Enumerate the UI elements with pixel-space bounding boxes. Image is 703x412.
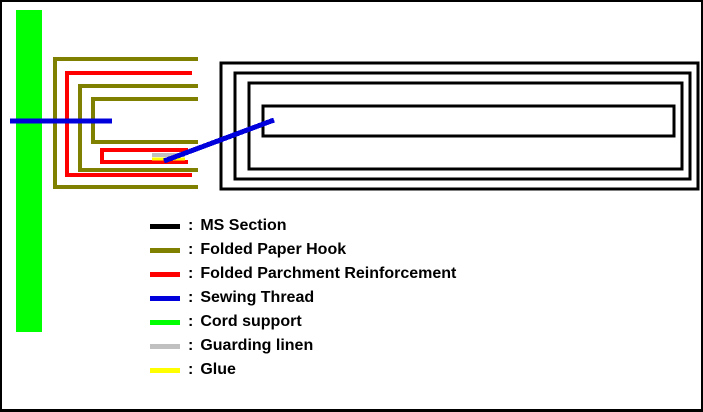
legend-item-folded-paper-hook: : Folded Paper Hook (150, 238, 456, 262)
legend-label-sewing-thread: Sewing Thread (200, 289, 315, 306)
legend-label-guarding-linen: Guarding linen (200, 337, 314, 354)
ms-section-outline-1 (219, 61, 700, 191)
legend-swatch-folded-parchment-reinforcement (150, 271, 180, 277)
paper-hook-middle-fold (78, 84, 198, 172)
legend: : MS Section : Folded Paper Hook : Folde… (150, 214, 456, 382)
legend-label-cord-support: Cord support (200, 313, 302, 330)
legend-separator: : (188, 265, 194, 282)
legend-label-ms-section: MS Section (200, 217, 287, 234)
cord-support-bar (16, 10, 42, 332)
legend-separator: : (188, 361, 194, 378)
legend-item-sewing-thread: : Sewing Thread (150, 286, 456, 310)
legend-separator: : (188, 217, 194, 234)
legend-separator: : (188, 313, 194, 330)
legend-swatch-glue (150, 367, 180, 373)
legend-label-folded-parchment-reinforcement: Folded Parchment Reinforcement (200, 265, 457, 282)
ms-section-outline-2 (233, 71, 692, 181)
legend-item-folded-parchment-reinforcement: : Folded Parchment Reinforcement (150, 262, 456, 286)
legend-item-cord-support: : Cord support (150, 310, 456, 334)
legend-item-glue: : Glue (150, 358, 456, 382)
legend-item-guarding-linen: : Guarding linen (150, 334, 456, 358)
legend-separator: : (188, 241, 194, 258)
legend-swatch-sewing-thread (150, 295, 180, 301)
legend-swatch-guarding-linen (150, 343, 180, 349)
ms-section-inner-fold (261, 104, 676, 138)
legend-swatch-folded-paper-hook (150, 247, 180, 253)
sewing-thread-diagonal (163, 117, 275, 164)
legend-item-ms-section: : MS Section (150, 214, 456, 238)
legend-swatch-ms-section (150, 223, 180, 229)
parchment-inner-fold (100, 148, 188, 164)
ms-section-outline-3 (247, 81, 684, 171)
legend-label-folded-paper-hook: Folded Paper Hook (200, 241, 347, 258)
legend-separator: : (188, 289, 194, 306)
legend-label-glue: Glue (200, 361, 236, 378)
legend-swatch-cord-support (150, 319, 180, 325)
parchment-outer-fold (65, 71, 192, 177)
legend-separator: : (188, 337, 194, 354)
